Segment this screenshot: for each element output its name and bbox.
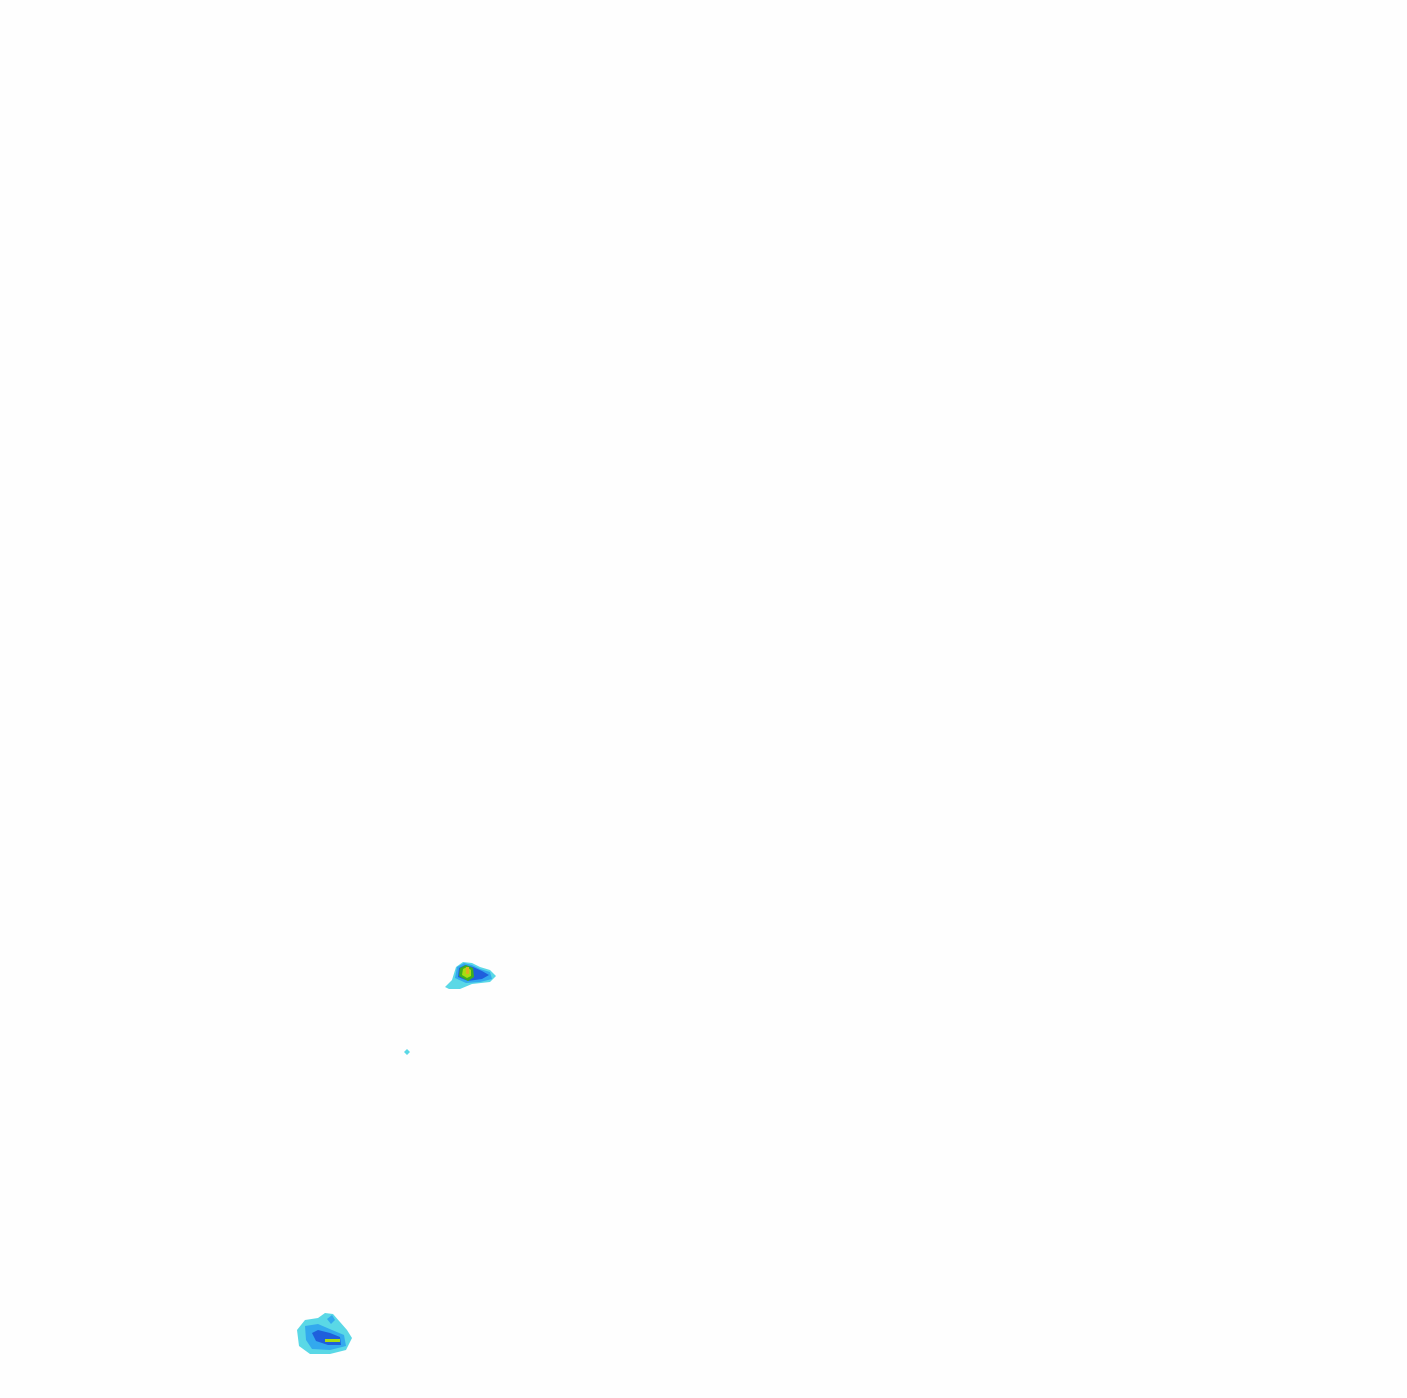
precip-level-5 [325,1339,340,1342]
precip-level-2-top [327,1315,335,1324]
precip-level-6 [466,967,469,974]
precip-cell-3 [297,1313,352,1354]
precip-cell-2 [404,1049,410,1055]
precip-cell-1 [445,962,496,989]
